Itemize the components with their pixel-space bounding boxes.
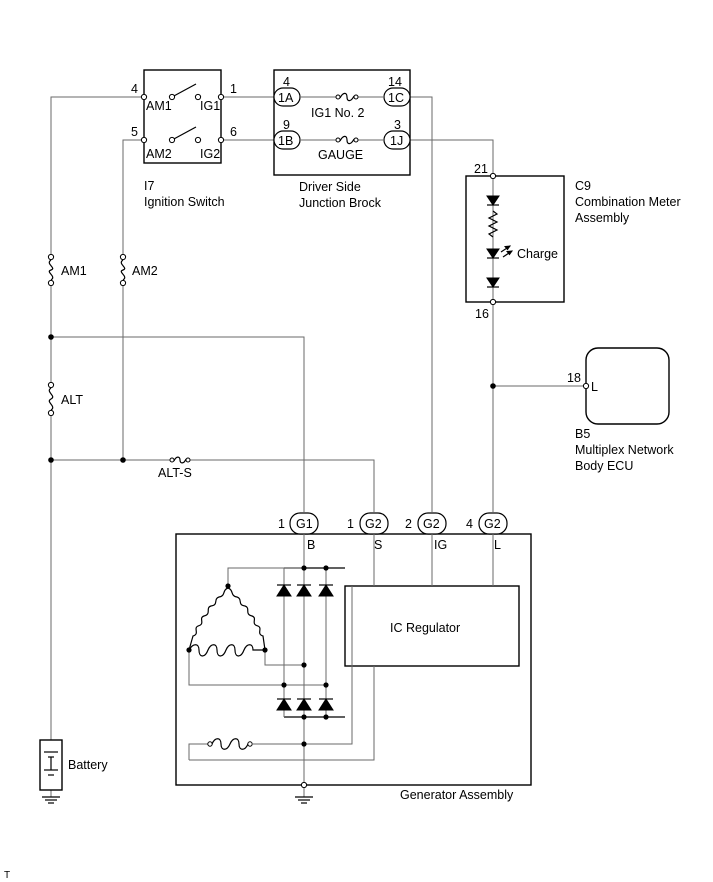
battery: Battery [39,739,108,804]
meter-pin-21: 21 [474,162,488,176]
ig-switch-am1-label: AM1 [146,99,172,113]
pin-1a: 4 [283,75,290,89]
fuse-alt-label: ALT [61,393,83,407]
ecu-id: B5 [575,427,590,441]
ig-switch-ig1-label: IG1 [200,99,220,113]
gen-conn-g2-ig: G2 [423,517,440,531]
pin-1c: 14 [388,75,402,89]
meter-id: C9 [575,179,591,193]
fuse-am2-label: AM2 [132,264,158,278]
ig-switch-am2-label: AM2 [146,147,172,161]
fusible-links: AM1 AM2 ALT ALT-S [47,253,192,480]
gen-conn-g2-l: G2 [484,517,501,531]
fuse-ig1-no2-label: IG1 No. 2 [311,106,365,120]
conn-1b: 1B [278,134,293,148]
fuse-gauge-label: GAUGE [318,148,363,162]
gen-terminal-s: S [374,538,382,552]
pin-4-am1: 4 [131,82,138,96]
ic-regulator-label: IC Regulator [390,621,460,635]
ignition-switch: AM1 IG1 AM2 IG2 4 1 5 6 I7 Ignition Swit… [131,69,237,209]
gen-pin-4-l: 4 [466,517,473,531]
gen-terminal-ig: IG [434,538,447,552]
junction-block: 1A 1C 1B 1J 4 14 9 3 IG1 No. 2 GAUGE Dri… [273,69,411,210]
charge-lamp-label: Charge [517,247,558,261]
ecu-name-1: Multiplex Network [575,443,674,457]
conn-1a: 1A [278,91,294,105]
ignition-switch-id: I7 [144,179,154,193]
meter-pin-16: 16 [475,307,489,321]
footer-mark: T [4,870,10,881]
gen-conn-g2-s: G2 [365,517,382,531]
wires [50,96,586,797]
ignition-switch-name: Ignition Switch [144,195,225,209]
ecu-terminal-l: L [591,380,598,394]
battery-label: Battery [68,758,108,772]
meter-name-1: Combination Meter [575,195,681,209]
generator-assembly-label: Generator Assembly [400,788,514,802]
gen-pin-1-b: 1 [278,517,285,531]
meter-name-2: Assembly [575,211,630,225]
junction-block-name-2: Junction Brock [299,196,382,210]
pin-5-am2: 5 [131,125,138,139]
pin-1b: 9 [283,118,290,132]
generator-assembly: G1 G2 G2 G2 1 1 2 4 B S IG L IC Regulato… [175,512,532,804]
ecu-pin-18: 18 [567,371,581,385]
pin-6-ig2: 6 [230,125,237,139]
pin-1j: 3 [394,118,401,132]
fuse-alt-s-label: ALT-S [158,466,192,480]
body-ecu: L 18 B5 Multiplex Network Body ECU [567,347,674,473]
gen-terminal-b: B [307,538,315,552]
fuse-am1-label: AM1 [61,264,87,278]
gen-pin-1-s: 1 [347,517,354,531]
pin-1-ig1: 1 [230,82,237,96]
ecu-name-2: Body ECU [575,459,633,473]
combination-meter: Charge 21 16 C9 Combination Meter Assemb… [465,162,681,321]
gen-conn-g1-b: G1 [296,517,313,531]
conn-1c: 1C [388,91,404,105]
conn-1j: 1J [390,134,403,148]
gen-terminal-l: L [494,538,501,552]
gen-pin-2-ig: 2 [405,517,412,531]
ig-switch-ig2-label: IG2 [200,147,220,161]
junction-block-name-1: Driver Side [299,180,361,194]
